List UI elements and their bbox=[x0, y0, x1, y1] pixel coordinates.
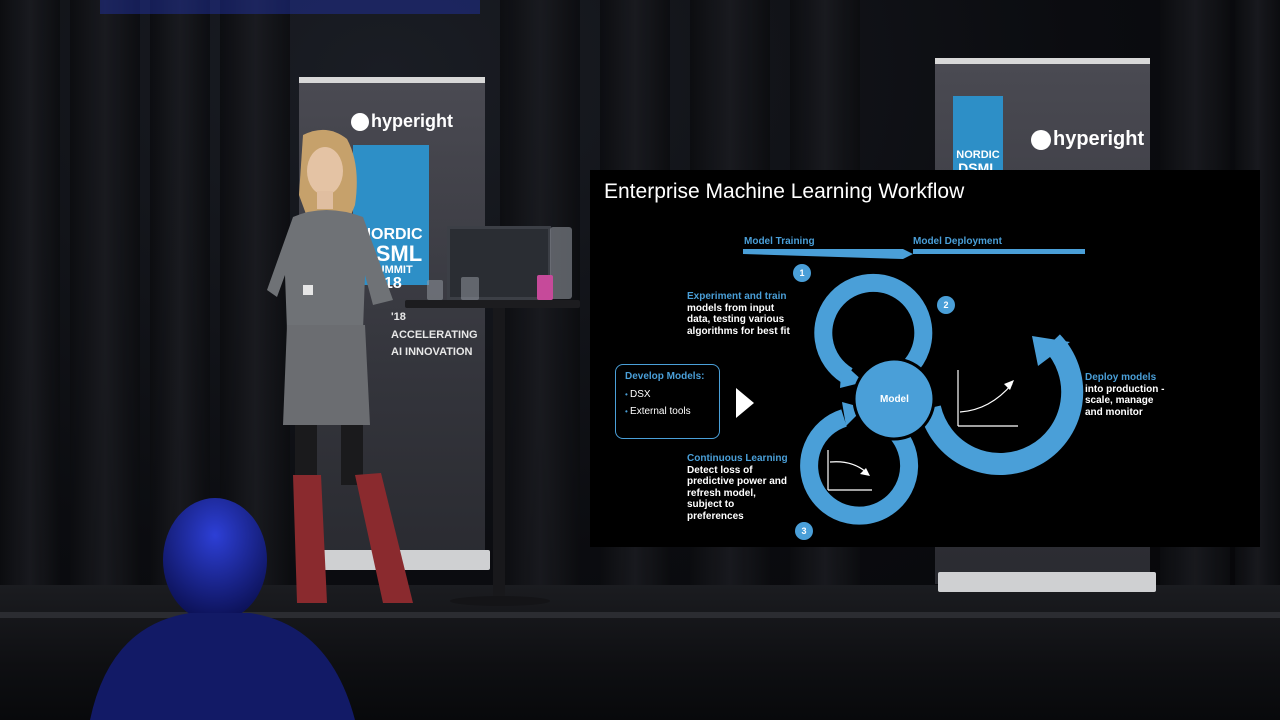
face bbox=[307, 147, 343, 195]
play-arrow-icon bbox=[736, 388, 754, 418]
slide-title: Enterprise Machine Learning Workflow bbox=[604, 180, 965, 203]
deploy-text: Deploy models into production - scale, m… bbox=[1085, 372, 1165, 418]
develop-models-heading: Develop Models: bbox=[625, 371, 705, 382]
projected-slide: Enterprise Machine Learning Workflow Mod… bbox=[590, 170, 1260, 547]
table-items bbox=[427, 227, 572, 300]
deploy-loop bbox=[919, 334, 1084, 475]
pink-cup bbox=[537, 275, 553, 300]
model-label: Model bbox=[880, 394, 909, 405]
water-glass bbox=[427, 280, 443, 300]
training-arrow bbox=[743, 249, 913, 259]
name-badge bbox=[303, 285, 313, 295]
water-carafe bbox=[550, 227, 572, 299]
hyperight-logo-icon bbox=[351, 113, 369, 132]
audience-shoulders bbox=[90, 613, 355, 720]
stage-label-training: Model Training bbox=[744, 236, 815, 247]
experiment-text: Experiment and train models from input d… bbox=[687, 291, 790, 337]
stage-label-deployment: Model Deployment bbox=[913, 236, 1002, 247]
decay-chart-icon bbox=[827, 450, 872, 491]
tights bbox=[295, 425, 317, 485]
boot-left bbox=[293, 475, 327, 603]
deployment-bar bbox=[913, 249, 1085, 254]
continuous-learning-text: Continuous Learning Detect loss of predi… bbox=[687, 453, 788, 522]
continuous-loop bbox=[800, 409, 919, 525]
develop-models-box: Develop Models: DSX External tools bbox=[615, 364, 720, 439]
banner-tagline: '18 ACCELERATING AI INNOVATION bbox=[391, 311, 478, 359]
speaker bbox=[267, 129, 413, 603]
banner-logo: hyperight bbox=[351, 111, 453, 132]
stage-light-strip bbox=[100, 0, 480, 14]
hyperight-logo-icon bbox=[1031, 129, 1051, 150]
podium-foot bbox=[450, 596, 550, 606]
top bbox=[267, 210, 393, 330]
boot-right bbox=[355, 473, 413, 603]
growth-chart-icon bbox=[957, 370, 1018, 427]
develop-item-dsx: DSX bbox=[625, 389, 651, 400]
summit-logo: NORDIC DSML bbox=[953, 96, 1003, 176]
stage-edge bbox=[0, 612, 1280, 618]
develop-item-external-tools: External tools bbox=[625, 406, 691, 417]
audience-head bbox=[163, 498, 267, 622]
experiment-loop bbox=[814, 273, 933, 389]
podium-top bbox=[405, 300, 580, 308]
workflow-diagram bbox=[736, 249, 1085, 525]
step-number-2: 2 bbox=[937, 296, 955, 314]
step-number-3: 3 bbox=[795, 522, 813, 540]
right-banner-base bbox=[938, 572, 1156, 592]
water-glass bbox=[461, 277, 479, 300]
skirt bbox=[283, 325, 370, 425]
podium-pole bbox=[493, 308, 505, 598]
deploy-loop-arrow bbox=[1032, 336, 1070, 366]
banner-logo: hyperight bbox=[1031, 128, 1144, 151]
step-number-1: 1 bbox=[793, 264, 811, 282]
model-node bbox=[852, 357, 936, 441]
audience-member bbox=[90, 498, 355, 720]
